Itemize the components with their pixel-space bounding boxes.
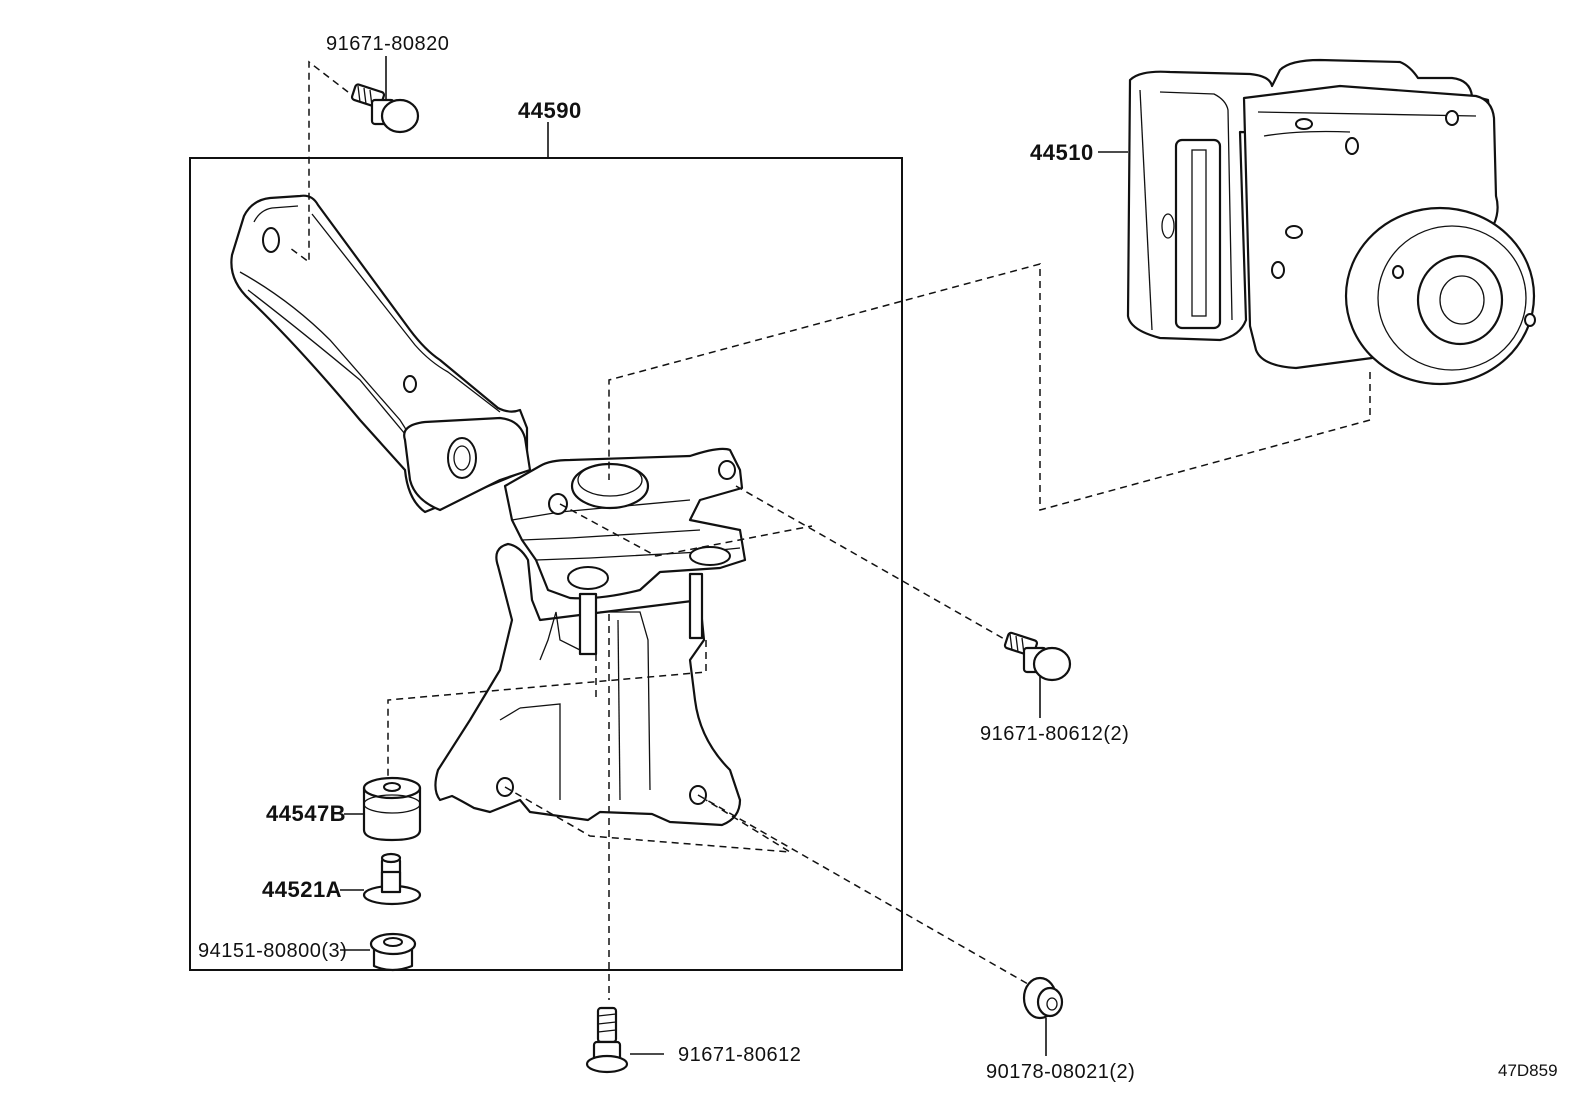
collar-icon xyxy=(362,852,422,906)
assembly-frame xyxy=(189,157,903,971)
rubber-bushing-icon xyxy=(362,776,422,842)
bushing-label[interactable]: 44547B xyxy=(266,801,346,826)
abs-bracket-icon xyxy=(230,194,747,827)
bolt-top-label[interactable]: 91671-80820 xyxy=(326,33,449,55)
abs-actuator-icon xyxy=(1126,58,1536,386)
bolt-right-label[interactable]: 91671-80612(2) xyxy=(980,723,1129,745)
nut-inner-label[interactable]: 94151-80800(3) xyxy=(198,940,347,962)
bolt-lower-right-icon xyxy=(1022,976,1064,1020)
actuator-label[interactable]: 44510 xyxy=(1030,140,1094,165)
bolt-top-icon xyxy=(350,83,420,134)
collar-label[interactable]: 44521A xyxy=(262,877,342,902)
drawing-code: 47D859 xyxy=(1498,1061,1558,1080)
bolt-bottom-icon xyxy=(585,1006,629,1074)
bolt-bottom-label[interactable]: 91671-80612 xyxy=(678,1044,801,1066)
assembly-label[interactable]: 44590 xyxy=(518,98,582,123)
bolt-right-icon xyxy=(1003,631,1072,682)
flange-nut-icon xyxy=(369,932,417,972)
bolt-lower-right-label[interactable]: 90178-08021(2) xyxy=(986,1061,1135,1083)
